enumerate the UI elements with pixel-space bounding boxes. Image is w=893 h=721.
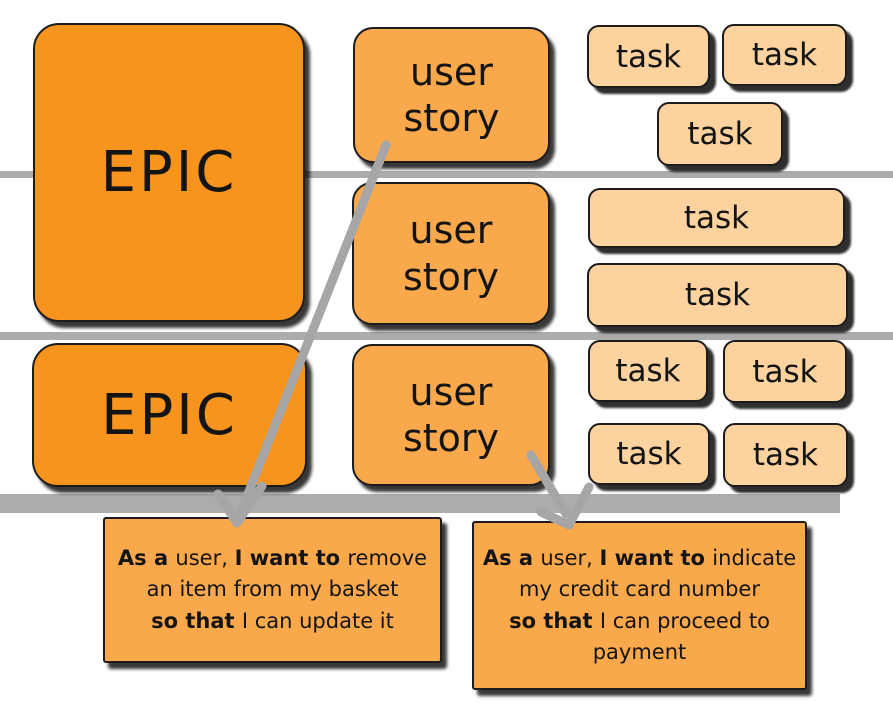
keyword-as-a: As a <box>117 545 176 570</box>
user-story-card-1: user story <box>353 27 550 163</box>
example-text: user, <box>175 545 235 570</box>
example-text: I can update it <box>241 608 394 633</box>
task-card: task <box>588 340 708 402</box>
example-text-line: so that I can update it <box>151 606 394 638</box>
example-text: remove <box>347 545 428 570</box>
task-label: task <box>683 200 750 236</box>
example-text: payment <box>592 640 687 664</box>
example-text: an item from my basket <box>146 577 399 602</box>
user-story-example-card-2: As a user, I want to indicate my credit … <box>472 521 807 690</box>
epic-card-1: EPIC <box>33 23 305 322</box>
example-text-line: As a user, I want to remove <box>118 543 427 575</box>
keyword-as-a: As a <box>482 545 541 570</box>
user-story-label: user story <box>402 369 500 460</box>
row-separator-line-2 <box>0 332 893 340</box>
keyword-so-that: so that <box>151 608 242 633</box>
keyword-i-want-to: I want to <box>234 545 348 570</box>
keyword-so-that: so that <box>509 608 600 633</box>
task-card: task <box>588 188 845 248</box>
user-story-card-2: user story <box>352 182 550 325</box>
user-story-example-card-1: As a user, I want to remove an item from… <box>103 517 442 663</box>
example-text: I can proceed to <box>599 608 770 633</box>
example-text-line: my credit card number <box>519 574 760 606</box>
task-card: task <box>587 25 710 88</box>
example-text-line: an item from my basket <box>147 574 399 606</box>
example-text: indicate <box>712 545 797 570</box>
task-card: task <box>722 24 847 86</box>
user-story-card-3: user story <box>352 344 550 486</box>
task-label: task <box>684 277 751 313</box>
epic-card-2: EPIC <box>32 343 307 487</box>
task-label: task <box>616 436 682 472</box>
task-card: task <box>723 340 847 403</box>
epic-label: EPIC <box>101 382 238 448</box>
keyword-i-want-to: I want to <box>599 545 713 570</box>
task-card: task <box>723 423 848 487</box>
task-card: task <box>587 263 848 327</box>
task-label: task <box>752 437 819 473</box>
user-story-label: user story <box>402 208 500 299</box>
epic-label: EPIC <box>100 140 238 205</box>
task-label: task <box>687 116 753 152</box>
example-text-line: payment <box>593 637 687 669</box>
task-label: task <box>615 353 681 389</box>
example-text-line: so that I can proceed to <box>509 606 770 638</box>
bottom-separator-band <box>0 494 840 513</box>
user-story-label: user story <box>403 49 500 140</box>
row-separator-line-1 <box>0 171 893 178</box>
task-label: task <box>751 37 818 73</box>
task-card: task <box>588 423 710 485</box>
example-text: user, <box>540 545 600 570</box>
example-text: my credit card number <box>519 577 760 601</box>
task-card: task <box>657 102 783 166</box>
example-text-line: As a user, I want to indicate <box>483 543 796 575</box>
task-label: task <box>752 353 818 390</box>
task-label: task <box>615 38 682 75</box>
